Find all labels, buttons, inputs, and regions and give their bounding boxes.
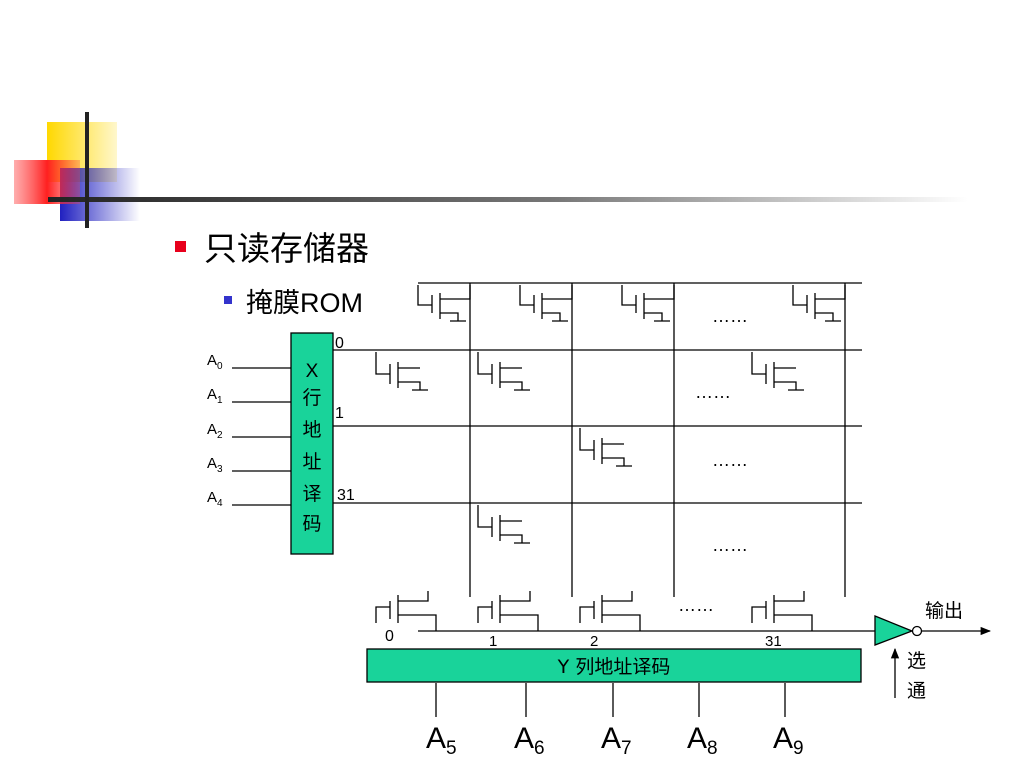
transistor-cell — [477, 351, 531, 391]
select-label: 通 — [907, 680, 926, 702]
column-label: 31 — [765, 633, 782, 650]
column-label: 2 — [590, 633, 598, 650]
row-label: 0 — [335, 335, 344, 352]
transistor-cell — [751, 351, 805, 391]
x-input-label: A1 — [207, 386, 223, 406]
x-decoder-label: 码 — [302, 513, 321, 535]
y-input-label: A8 — [687, 722, 718, 759]
output-buffer-icon — [874, 615, 914, 646]
x-decoder-label: 行 — [302, 387, 321, 409]
transistor-cell — [621, 284, 675, 322]
x-decoder-label: 址 — [302, 451, 321, 473]
transistor-cell — [417, 284, 471, 322]
y-decoder-label: Y 列地址译码 — [557, 656, 671, 678]
bullet-level2-text: 掩膜ROM — [246, 287, 363, 318]
grid-lines — [232, 282, 992, 717]
x-input-label: A0 — [207, 352, 223, 372]
x-decoder-box — [290, 332, 334, 555]
x-input-label: A2 — [207, 421, 223, 441]
x-input-label: A4 — [207, 489, 223, 509]
bullet-level2: 掩膜ROM — [224, 280, 363, 320]
vertical-rule — [85, 112, 89, 228]
transistor-cell — [375, 351, 429, 391]
y-decoder-box — [366, 648, 862, 683]
transistor-cell — [519, 284, 573, 322]
transistor-cell — [477, 590, 539, 632]
red-bullet-icon — [175, 240, 186, 252]
blue-bullet-icon — [224, 296, 232, 304]
x-input-label: A3 — [207, 455, 223, 475]
header-rule — [48, 197, 968, 202]
select-label: 选 — [907, 650, 926, 672]
row-label: 31 — [337, 487, 355, 504]
ellipsis: …… — [712, 450, 748, 470]
bullet-level1-text: 只读存储器 — [204, 229, 369, 268]
inverter-bubble-icon — [911, 625, 923, 637]
x-decoder-label: 地 — [302, 419, 321, 441]
transistor-cell — [579, 427, 633, 467]
y-input-label: A7 — [601, 722, 632, 759]
y-input-label: A5 — [426, 722, 457, 759]
transistor-cell — [579, 590, 641, 632]
row-label: 1 — [335, 405, 344, 422]
transistor-cell — [375, 590, 437, 632]
slide-decoration — [14, 112, 968, 228]
x-decoder-label: X — [306, 361, 319, 382]
ellipsis: …… — [695, 382, 731, 402]
transistor-cell — [751, 590, 813, 632]
bullet-level1: 只读存储器 — [175, 224, 369, 268]
transistor-cell — [792, 284, 846, 322]
output-label: 输出 — [925, 600, 963, 622]
ellipsis: …… — [712, 306, 748, 326]
y-input-label: A6 — [514, 722, 545, 759]
red-square — [14, 160, 80, 204]
y-input-label: A9 — [773, 722, 804, 759]
column-label: 1 — [489, 633, 497, 650]
column-label: 0 — [385, 628, 394, 645]
x-decoder-label: 译 — [302, 483, 321, 505]
transistor-cell — [477, 504, 531, 544]
ellipsis: …… — [678, 595, 714, 615]
ellipsis: …… — [712, 535, 748, 555]
